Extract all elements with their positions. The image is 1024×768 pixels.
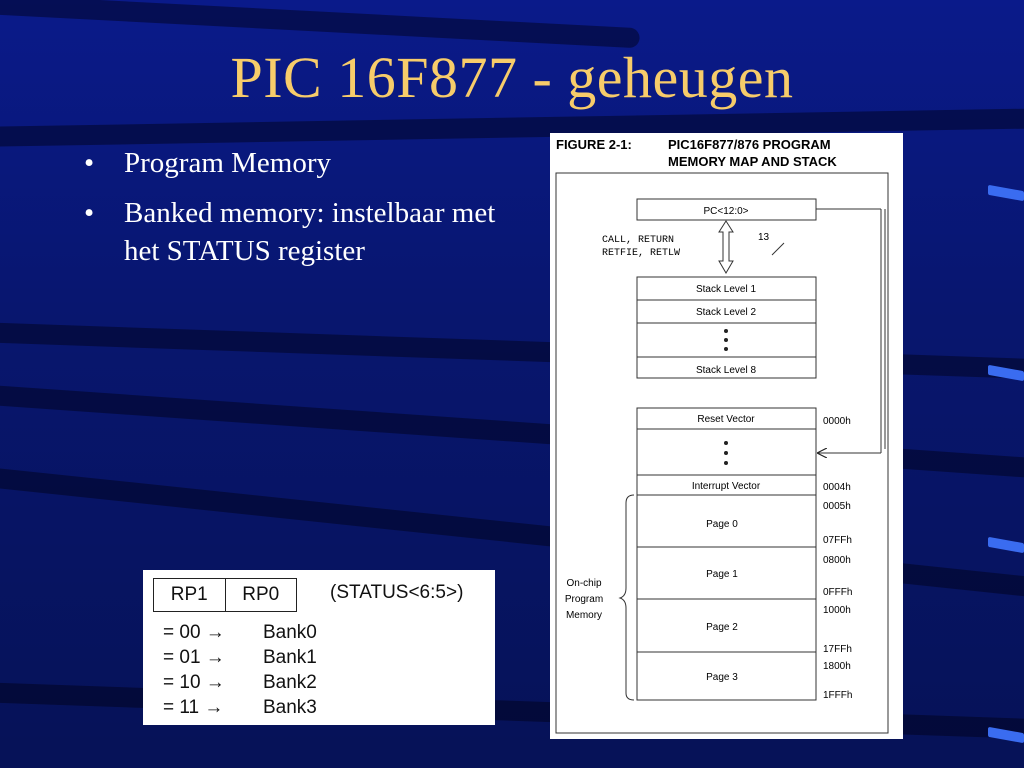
bullet-icon: • (84, 147, 95, 179)
bank-code: = 01 → (163, 647, 225, 668)
figure-caption-line2: MEMORY MAP AND STACK (668, 154, 837, 169)
bullet-item: • Program Memory (84, 144, 524, 182)
bank-row: = 00 → Bank0 (163, 620, 317, 645)
bank-row: = 01 → Bank1 (163, 645, 317, 670)
bank-name: Bank2 (263, 672, 317, 693)
slide-title: PIC 16F877 - geheugen (230, 45, 794, 110)
bank-name: Bank3 (263, 697, 317, 718)
onchip-label: Memory (566, 610, 602, 621)
address-label: 0FFFh (823, 587, 852, 598)
stack-level-label: Stack Level 2 (696, 307, 756, 318)
ellipsis-dot (724, 329, 728, 333)
bullet-text: Banked memory: instelbaar met het STATUS… (124, 197, 496, 267)
onchip-label: Program (565, 594, 603, 605)
status-bits-label: (STATUS<6:5>) (330, 582, 464, 603)
stack-level-label: Stack Level 8 (696, 365, 756, 376)
bus-width-label: 13 (758, 232, 770, 243)
bank-name: Bank1 (263, 647, 317, 668)
address-label: 0800h (823, 555, 851, 566)
interrupt-vector-label: Interrupt Vector (692, 481, 761, 492)
pc-stack-arrow (718, 220, 734, 274)
ellipsis-dot (724, 451, 728, 455)
memory-map-figure: FIGURE 2-1: PIC16F877/876 PROGRAM MEMORY… (550, 133, 903, 739)
address-label: 07FFh (823, 535, 852, 546)
bullet-text: Program Memory (124, 147, 331, 179)
ellipsis-dot (724, 347, 728, 351)
address-label: 17FFh (823, 644, 852, 655)
rp-bits-table: RP1 RP0 (153, 578, 297, 612)
page-label: Page 1 (706, 569, 738, 580)
bank-name: Bank0 (263, 622, 317, 643)
ellipsis-dot (724, 338, 728, 342)
status-bits-image: RP1 RP0 (STATUS<6:5>) = 00 → Bank0 = 01 →… (143, 570, 495, 725)
page-label: Page 3 (706, 672, 738, 683)
stack-level-label: Stack Level 1 (696, 284, 756, 295)
onchip-label: On-chip (566, 578, 601, 589)
retfie-retlw-label: RETFIE, RETLW (602, 248, 680, 259)
bank-row: = 10 → Bank2 (163, 670, 317, 695)
ellipsis-dot (724, 441, 728, 445)
decorative-dash (988, 184, 1024, 202)
bank-code: = 00 → (163, 622, 225, 643)
call-return-label: CALL, RETURN (602, 235, 674, 246)
stack-block (636, 276, 817, 379)
rp0-cell: RP0 (224, 579, 297, 611)
page-label: Page 2 (706, 622, 738, 633)
rp1-cell: RP1 (170, 584, 208, 605)
memory-brace (618, 494, 635, 701)
figure-frame (555, 172, 889, 734)
bank-row: = 11 → Bank3 (163, 695, 317, 720)
bank-code: = 11 → (163, 697, 224, 718)
address-label: 0004h (823, 482, 851, 493)
program-memory-block (636, 407, 817, 701)
figure-caption-line1: PIC16F877/876 PROGRAM (668, 137, 831, 152)
address-label: 0000h (823, 416, 851, 427)
page-label: Page 0 (706, 519, 738, 530)
pc-label: PC<12:0> (703, 206, 748, 217)
bullet-icon: • (84, 197, 95, 229)
bank-code: = 10 → (163, 672, 225, 693)
bullet-list: • Program Memory • Banked memory: instel… (84, 144, 524, 282)
address-label: 1FFFh (823, 690, 852, 701)
memory-map-diagram: FIGURE 2-1: PIC16F877/876 PROGRAM MEMORY… (555, 137, 889, 734)
bus-slash (771, 242, 785, 256)
address-label: 1000h (823, 605, 851, 616)
address-label: 0005h (823, 501, 851, 512)
address-label: 1800h (823, 661, 851, 672)
background-streak (0, 0, 641, 49)
bullet-item: • Banked memory: instelbaar met het STAT… (84, 194, 524, 270)
bank-list: = 00 → Bank0 = 01 → Bank1 = 10 → Bank2 = 11… (163, 620, 317, 720)
reset-vector-label: Reset Vector (697, 414, 755, 425)
figure-caption-number: FIGURE 2-1: (556, 137, 632, 152)
ellipsis-dot (724, 461, 728, 465)
decorative-dash (988, 536, 1024, 554)
